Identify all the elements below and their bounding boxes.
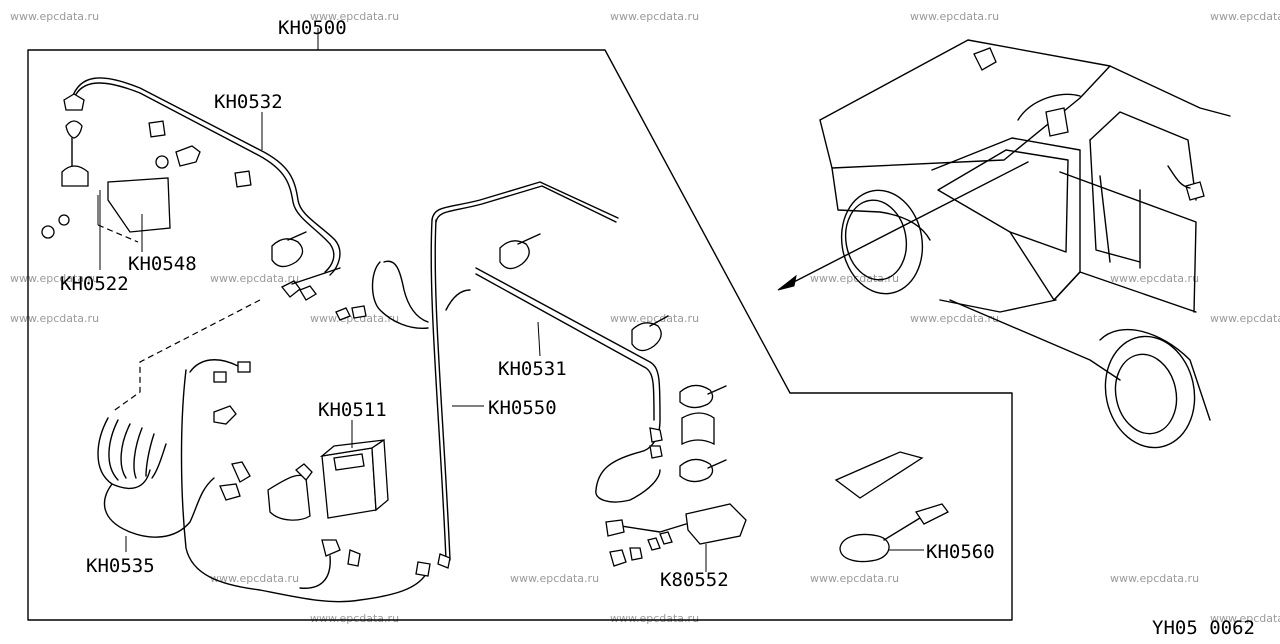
label-kh0531: KH0531: [498, 358, 567, 380]
watermark: www.epcdata.ru: [1210, 10, 1280, 23]
watermark: www.epcdata.ru: [610, 10, 699, 23]
watermark: www.epcdata.ru: [610, 612, 699, 625]
label-kh0550: KH0550: [488, 397, 557, 419]
label-kh0500: KH0500: [278, 17, 347, 39]
label-kh0511: KH0511: [318, 399, 387, 421]
harness-kh0531: [445, 233, 669, 503]
label-kh0522: KH0522: [60, 273, 129, 295]
vehicle-illustration: [819, 39, 1231, 449]
watermark: www.epcdata.ru: [810, 272, 899, 285]
clamp-set: [679, 384, 727, 483]
label-kh0532: KH0532: [214, 91, 283, 113]
label-k80552: K80552: [660, 569, 729, 591]
harness-kh0535: [97, 359, 429, 603]
guide-line: [111, 299, 261, 413]
watermark: www.epcdata.ru: [910, 312, 999, 325]
watermark: www.epcdata.ru: [1210, 612, 1280, 625]
watermark: www.epcdata.ru: [10, 272, 99, 285]
watermark: www.epcdata.ru: [810, 572, 899, 585]
watermark: www.epcdata.ru: [1110, 272, 1199, 285]
watermark: www.epcdata.ru: [610, 312, 699, 325]
label-kh0535: KH0535: [86, 555, 155, 577]
watermark: www.epcdata.ru: [10, 10, 99, 23]
watermark: www.epcdata.ru: [510, 572, 599, 585]
watermark: www.epcdata.ru: [10, 312, 99, 325]
assembly-frame: [27, 49, 1013, 621]
watermark: www.epcdata.ru: [910, 10, 999, 23]
diagram-code: YH05 0062: [1152, 617, 1255, 639]
label-kh0548: KH0548: [128, 253, 197, 275]
part-k80552: [605, 503, 747, 572]
location-arrow: [777, 161, 1029, 291]
harness-kh0550: [335, 181, 619, 577]
watermark: www.epcdata.ru: [210, 272, 299, 285]
watermark: www.epcdata.ru: [1110, 572, 1199, 585]
watermark: www.epcdata.ru: [1210, 312, 1280, 325]
label-kh0560: KH0560: [926, 541, 995, 563]
watermark-layer: www.epcdata.ru www.epcdata.ru www.epcdat…: [10, 10, 1280, 625]
watermark: www.epcdata.ru: [310, 612, 399, 625]
watermark: www.epcdata.ru: [310, 10, 399, 23]
part-kh0511: [267, 420, 389, 521]
watermark: www.epcdata.ru: [210, 572, 299, 585]
harness-kh0532: [41, 77, 341, 301]
part-kh0560: [834, 451, 949, 563]
